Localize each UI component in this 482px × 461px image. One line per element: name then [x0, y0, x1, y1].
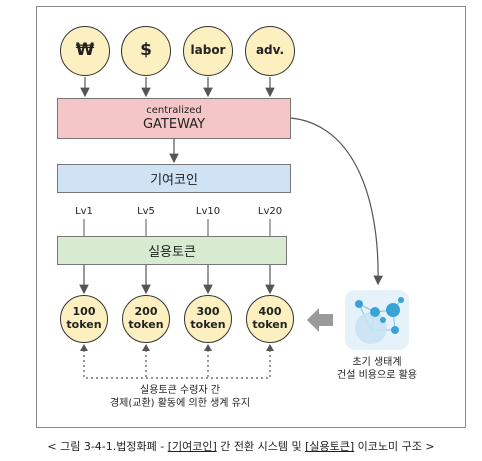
- token-unit: token: [252, 318, 288, 331]
- level-label: Lv10: [195, 206, 221, 217]
- gateway-box: centralized GATEWAY: [57, 98, 291, 139]
- arrow-gateway-ecosystem: [290, 117, 383, 286]
- ecosystem-line2: 건설 비용으로 활용: [337, 370, 417, 381]
- exchange-arrowheads: [80, 344, 274, 351]
- contribution-coin-box: 기여코인: [57, 164, 291, 193]
- token-circle: 300 token: [184, 295, 232, 343]
- currency-dollar-circle: $: [121, 26, 171, 76]
- currency-label: adv.: [255, 43, 285, 58]
- token-amount: 200: [134, 305, 158, 319]
- left-arrow-icon: [307, 308, 333, 332]
- caption-token-bracket: [실용토큰]: [305, 440, 355, 453]
- contribution-coin-label: 기여코인: [150, 173, 198, 188]
- level-label: Lv1: [75, 206, 93, 217]
- caption-suffix: 이코노미 구조 >: [354, 440, 435, 453]
- gateway-line2: GATEWAY: [142, 117, 206, 132]
- currency-label: ₩: [75, 40, 95, 61]
- token-unit: token: [190, 318, 226, 331]
- level-label: Lv20: [257, 206, 283, 217]
- caption-prefix: < 그림 3-4-1.법정화폐 -: [47, 440, 168, 453]
- token-amount: 300: [196, 305, 220, 319]
- caption-coin-bracket: [기여코인]: [167, 440, 217, 453]
- ecosystem-label: 초기 생태계 건설 비용으로 활용: [318, 356, 436, 382]
- currency-label: $: [140, 40, 152, 61]
- diagram-frame: [36, 6, 466, 428]
- token-unit: token: [66, 318, 102, 331]
- token-amount: 400: [258, 305, 282, 319]
- token-unit: token: [128, 318, 164, 331]
- exchange-note-line1: 실용토큰 수령자 간: [140, 385, 220, 396]
- currency-label: labor: [190, 43, 226, 58]
- figure-caption: < 그림 3-4-1.법정화폐 - [기여코인] 간 전환 시스템 및 [실용토…: [0, 438, 482, 454]
- caption-middle: 간 전환 시스템 및: [216, 440, 306, 453]
- level-label: Lv5: [137, 206, 155, 217]
- currency-labor-circle: labor: [183, 26, 233, 76]
- token-circle: 400 token: [246, 295, 294, 343]
- ecosystem-network-icon: [345, 290, 409, 350]
- token-circle: 200 token: [122, 295, 170, 343]
- exchange-note-line2: 경제(교환) 활동에 의한 생계 유지: [109, 398, 251, 409]
- exchange-dotted-lines: [83, 345, 271, 379]
- currency-adv-circle: adv.: [245, 26, 295, 76]
- utility-token-box: 실용토큰: [57, 236, 287, 265]
- token-amount: 100: [72, 305, 96, 319]
- gateway-line1: centralized: [146, 105, 202, 116]
- token-circle: 100 token: [60, 295, 108, 343]
- exchange-note: 실용토큰 수령자 간 경제(교환) 활동에 의한 생계 유지: [60, 384, 300, 410]
- currency-won-circle: ₩: [60, 26, 110, 76]
- ecosystem-line1: 초기 생태계: [352, 357, 402, 368]
- utility-token-label: 실용토큰: [148, 245, 196, 260]
